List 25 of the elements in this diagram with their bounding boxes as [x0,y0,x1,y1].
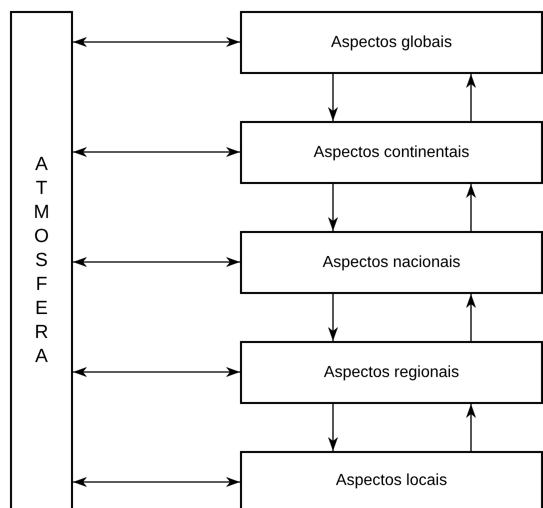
box-label: Aspectos nacionais [322,254,460,272]
arrow [466,184,476,231]
box-label: Aspectos globais [331,34,452,52]
process-box [240,121,543,184]
box-label: Aspectos locais [336,472,448,490]
process-box [240,231,543,294]
arrow [328,184,338,231]
arrow [73,37,240,47]
atmosphere-column [10,11,73,508]
arrow [328,74,338,121]
process-box [240,11,543,74]
vertical-label: ATMOSFERA [32,152,50,368]
arrow [466,404,476,451]
arrow [466,74,476,121]
process-box [240,451,543,508]
arrow [328,404,338,451]
arrow [73,477,240,487]
process-box [240,341,543,404]
arrow [73,147,240,157]
box-label: Aspectos regionais [324,364,460,382]
arrow [73,367,240,377]
arrow [328,294,338,341]
box-label: Aspectos continentais [314,144,470,162]
arrow [73,257,240,267]
arrow [466,294,476,341]
